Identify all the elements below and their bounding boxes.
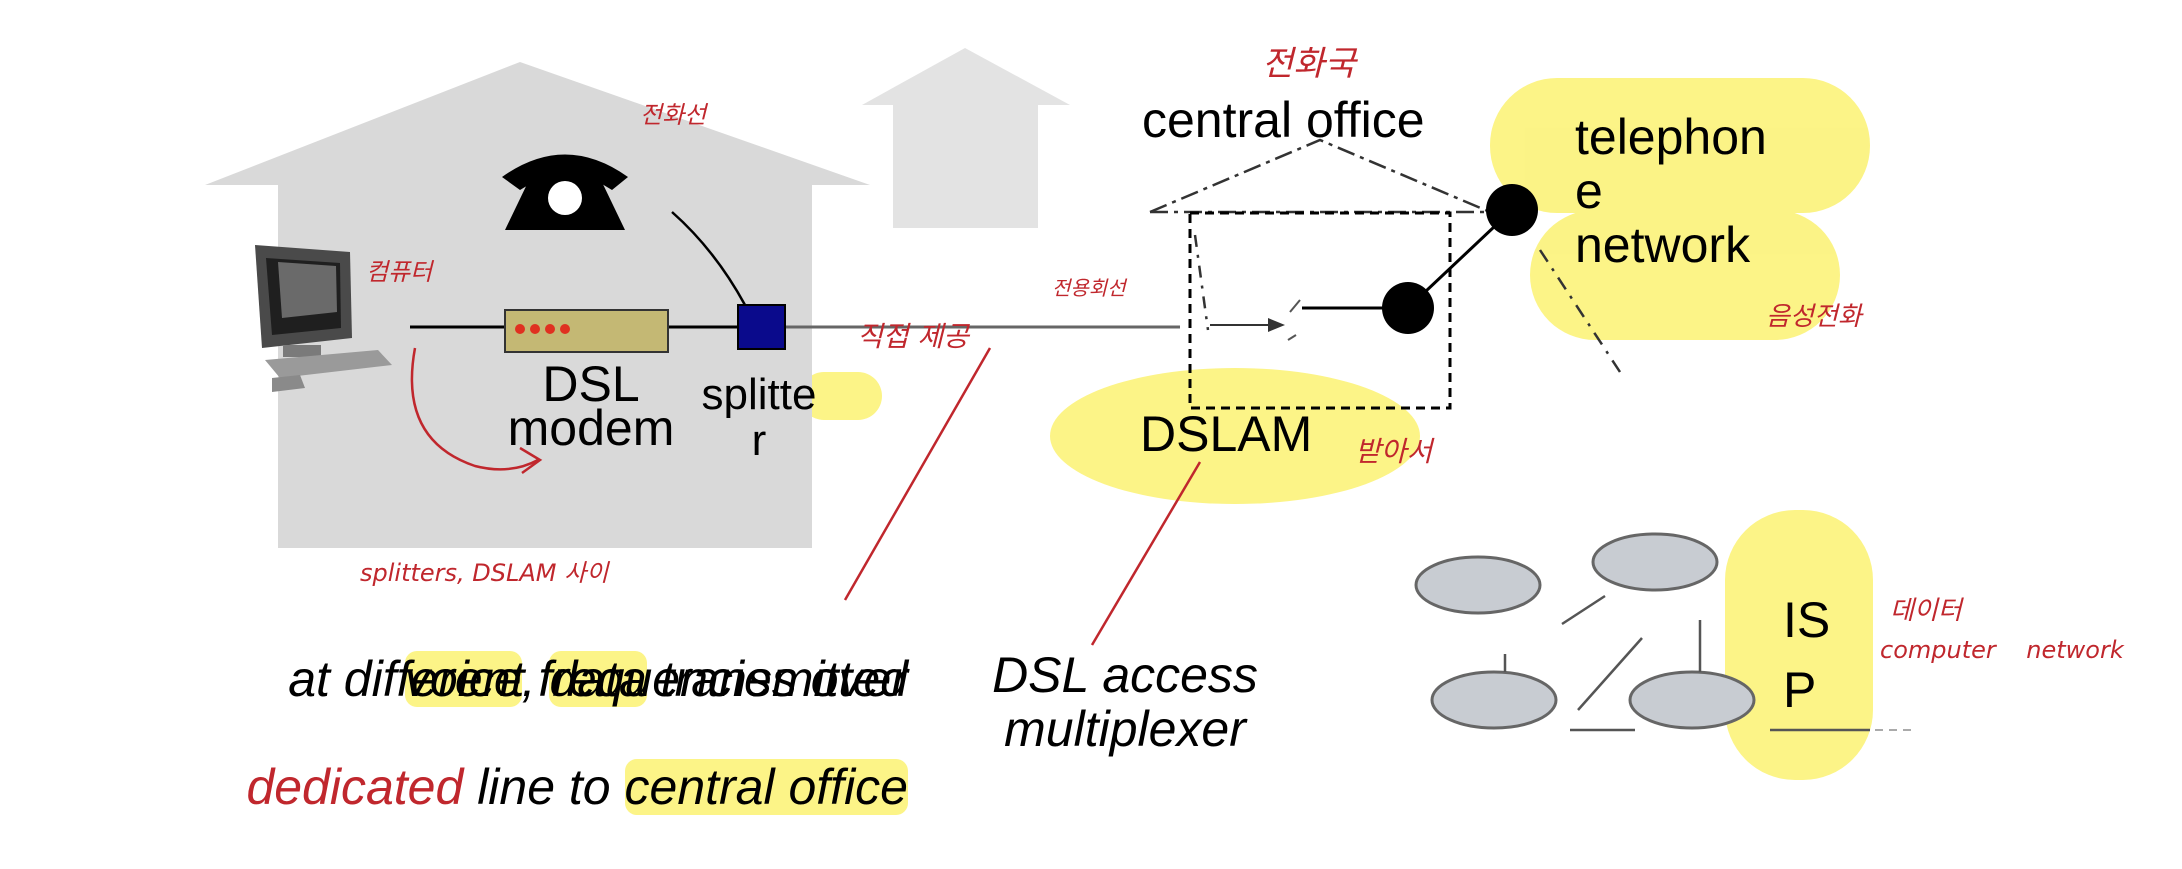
dslam-label: DSLAM: [1140, 406, 1313, 462]
note-computer-network: computer network: [1880, 636, 2124, 664]
highlight-telephone: [1490, 78, 1870, 213]
telephone-icon: [502, 154, 628, 230]
highlight-voice: voice: [404, 651, 522, 707]
note-central-office-kr: 전화국: [1262, 44, 1356, 84]
annotation-line-dedicated: [843, 347, 992, 601]
telephone-network-label: telephon e network: [1575, 109, 1767, 273]
dsl-modem-label: DSL modem: [507, 356, 675, 456]
note-data-kr: 데이터: [1890, 596, 1962, 626]
isp-network: [1414, 532, 1915, 732]
phone-cord: [671, 211, 747, 306]
dslam-dashed-box: [1188, 211, 1452, 410]
description-line-2: at different frequencies over: [288, 651, 908, 707]
central-office-label: central office: [1142, 92, 1425, 148]
highlight-central-office: central office: [624, 759, 908, 815]
highlight-network: [1530, 210, 1840, 340]
description-line-1: voice, data transmitted: [404, 651, 908, 707]
dsl-modem-box: [504, 309, 669, 353]
small-house-silhouette: [862, 48, 1070, 228]
note-phone-line-kr: 전화선: [640, 101, 707, 129]
computer-icon: [255, 245, 392, 392]
note-voice-call-kr: 음성전화: [1766, 302, 1862, 332]
diagram-graphics: [205, 48, 1915, 780]
highlight-dslam: [1050, 368, 1420, 504]
dsl-diagram: central office telephon e network DSL mo…: [205, 44, 2124, 815]
note-splitters-dslam: splitters, DSLAM 사이: [360, 559, 609, 587]
central-office-roof: [1149, 138, 1491, 214]
highlight-splitter: [800, 372, 882, 420]
note-direct-kr: 직접 제공: [857, 320, 969, 353]
highlight-isp: [1725, 510, 1873, 780]
annotation-line-dslam: [1090, 461, 1202, 646]
annotation-arrow-computer-modem: [410, 347, 539, 471]
note-receive-kr: 받아서: [1355, 435, 1433, 468]
isp-label: IS P: [1783, 592, 1831, 718]
description-line-3: dedicated line to central office: [246, 759, 908, 815]
note-dedicated-line-kr: 전용회선: [1052, 276, 1126, 300]
arrow-head: [1268, 318, 1285, 332]
splitter-label: splitte r: [701, 370, 817, 465]
dedicated-word: dedicated: [246, 759, 464, 815]
note-computer-kr: 컴퓨터: [366, 258, 433, 286]
telephone-network-node: [1486, 184, 1538, 236]
access-mux-label: DSL access multiplexer: [992, 647, 1258, 757]
house-silhouette: [205, 62, 870, 548]
splitter-box: [737, 304, 786, 350]
highlight-data: data: [549, 651, 647, 707]
